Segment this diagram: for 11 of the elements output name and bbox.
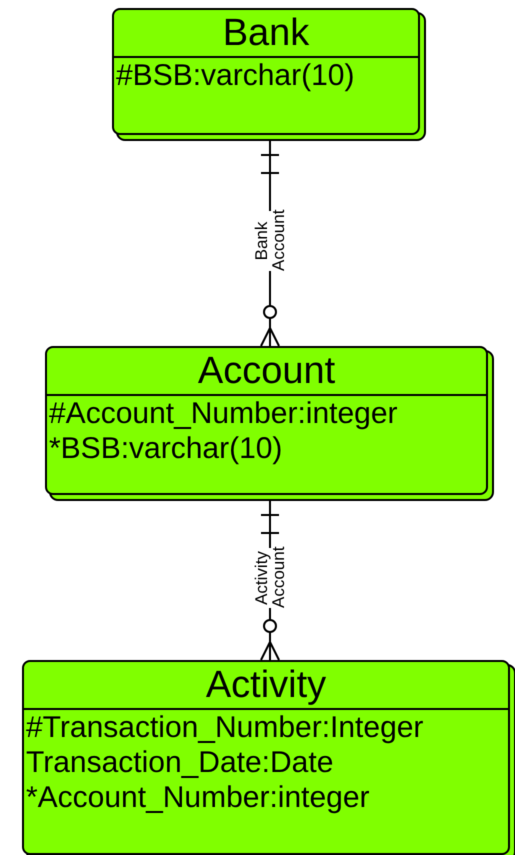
attribute-text: #BSB:varchar(10): [116, 59, 354, 92]
edge-label: Activity Account: [253, 548, 287, 608]
edge-label: Bank Account: [253, 210, 287, 270]
entity-name: Account: [198, 350, 336, 392]
attribute-text: Transaction_Date:Date: [26, 746, 334, 779]
attribute-text: #Transaction_Number:Integer: [26, 711, 424, 744]
attribute-text: #Account_Number:integer: [49, 397, 398, 430]
entity-name: Activity: [206, 664, 326, 706]
attribute-text: *BSB:varchar(10): [49, 432, 282, 465]
attribute-text: *Account_Number:integer: [26, 781, 370, 814]
entity-name: Bank: [222, 12, 310, 54]
